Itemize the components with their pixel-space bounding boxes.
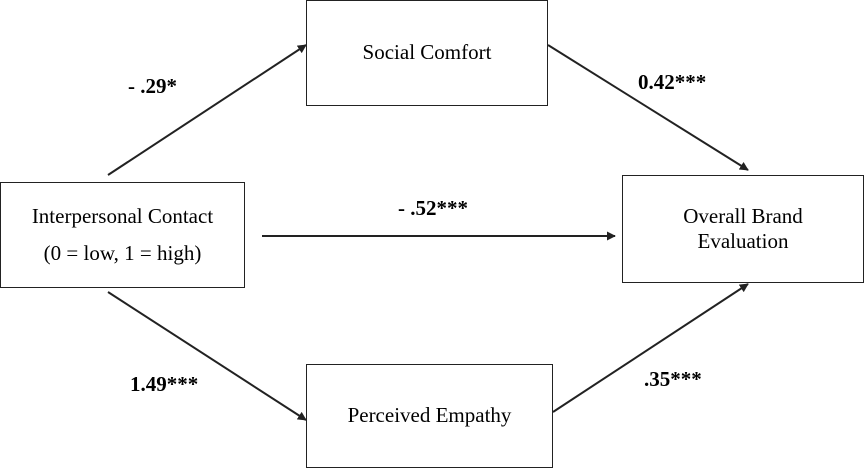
coef-pe-to-obe: .35*** (644, 367, 702, 391)
node-overall-brand-evaluation: Overall Brand Evaluation (622, 175, 864, 283)
coef-ic-to-sc: - .29* (128, 74, 177, 98)
node-overall-brand-evaluation-line2: Evaluation (697, 229, 789, 253)
node-interpersonal-contact: Interpersonal Contact (0 = low, 1 = high… (0, 182, 245, 288)
coef-ic-to-pe: 1.49*** (130, 372, 199, 396)
node-social-comfort-label: Social Comfort (362, 40, 492, 65)
arrow-pe-to-obe (552, 283, 749, 413)
coef-ic-to-obe: - .52*** (398, 196, 468, 220)
node-perceived-empathy-label: Perceived Empathy (347, 403, 512, 428)
node-interpersonal-contact-line2: (0 = low, 1 = high) (43, 241, 202, 265)
node-social-comfort: Social Comfort (306, 0, 548, 106)
node-interpersonal-contact-line1: Interpersonal Contact (31, 203, 214, 228)
coef-sc-to-obe: 0.42*** (638, 70, 707, 94)
node-overall-brand-evaluation-line1: Overall Brand (683, 203, 803, 228)
arrow-ic-to-sc (107, 44, 307, 176)
arrow-sc-to-obe (547, 44, 749, 171)
node-perceived-empathy: Perceived Empathy (306, 364, 553, 468)
arrow-ic-to-pe (107, 291, 307, 421)
